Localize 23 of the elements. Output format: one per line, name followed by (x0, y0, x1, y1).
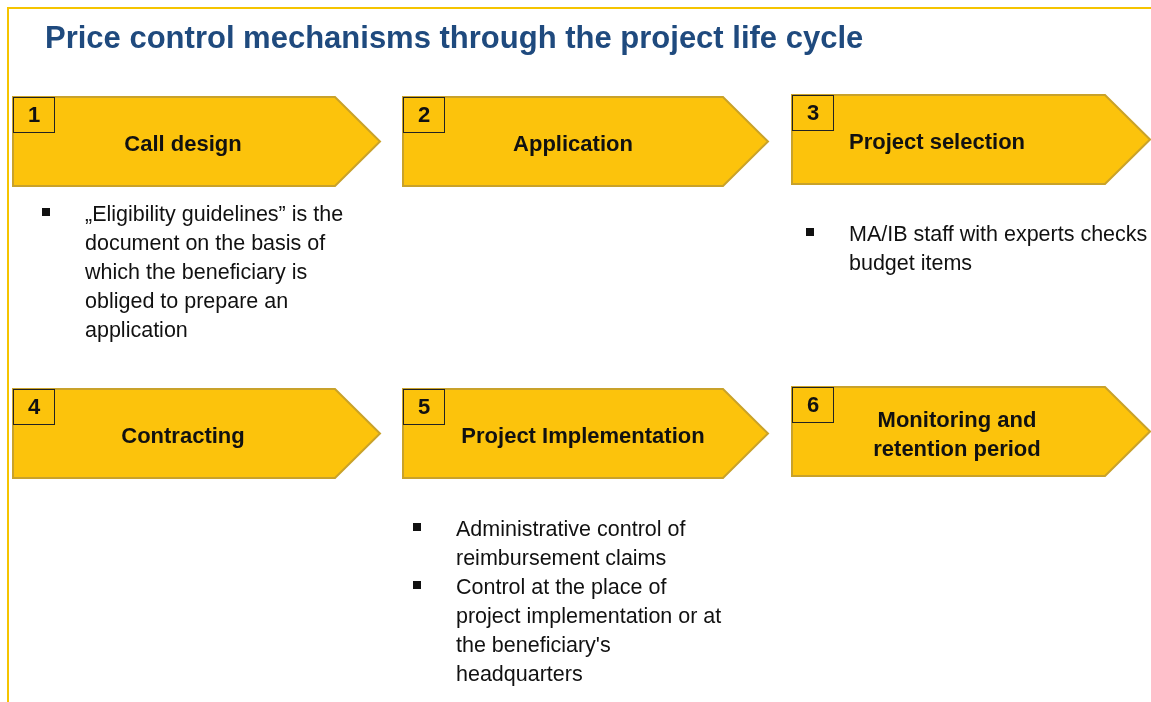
step-title: Application (512, 130, 634, 158)
chevron-step (13, 97, 380, 186)
bullet-text: MA/IB staff with experts checks budget items (849, 221, 1149, 277)
title: Price control mechanisms through the project life cycle (45, 20, 864, 56)
bullet-text: Administrative control of reimbursement claims (456, 516, 687, 572)
step-number: 5 (403, 389, 445, 425)
chevron-step (792, 95, 1150, 184)
chevron-step (403, 97, 768, 186)
step-title: Project Implementation (460, 422, 706, 450)
bullet-text: Control at the place of project implementation or at the beneficiary's headquarters (456, 574, 723, 688)
chevron-step (403, 389, 768, 478)
chevron-step (13, 389, 380, 478)
bullet-text: „Eligibility guidelines” is the document on the basis of which the beneficiary is obliged to prepare an application (85, 201, 345, 344)
step-number: 6 (792, 387, 834, 423)
chevron-step (792, 387, 1150, 476)
step-number: 4 (13, 389, 55, 425)
step-title: Contracting (120, 422, 246, 450)
step-title: Call design (123, 130, 243, 158)
step-number: 1 (13, 97, 55, 133)
step-number: 2 (403, 97, 445, 133)
step-title: Monitoring and retention period (872, 405, 1042, 463)
step-title: Project selection (847, 128, 1027, 156)
step-number: 3 (792, 95, 834, 131)
